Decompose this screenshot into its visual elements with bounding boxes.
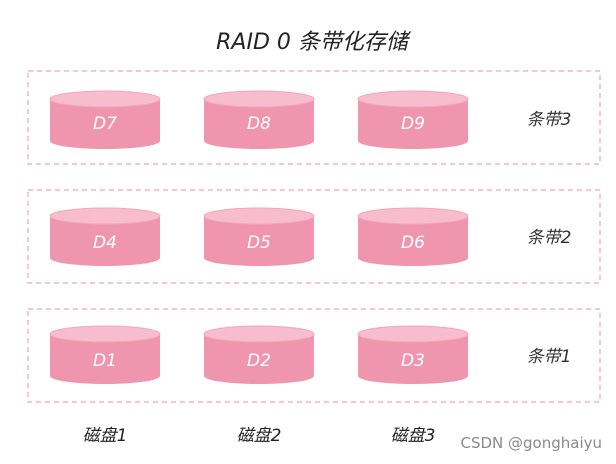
cylinder-body [50, 334, 160, 384]
block-label: D4 [93, 233, 117, 253]
block-label: D2 [247, 351, 271, 371]
disk-cylinder: D4 [49, 207, 161, 266]
disk-cylinder: D3 [357, 325, 469, 384]
disk-label: 磁盘2 [237, 426, 282, 446]
cylinder-body [50, 216, 160, 266]
cylinder-body [358, 334, 468, 384]
stripe-label: 条带3 [527, 110, 572, 130]
diagram-title: RAID 0 条带化存储 [216, 30, 412, 55]
disk-cylinder: D6 [357, 207, 469, 266]
cylinder-top [49, 207, 161, 225]
cylinder-body [50, 99, 160, 149]
block-label: D3 [401, 351, 425, 371]
disk-label: 磁盘1 [83, 426, 128, 446]
block-label: D8 [247, 114, 271, 134]
block-label: D7 [93, 114, 117, 134]
cylinder-top [357, 90, 469, 108]
disk-cylinder: D7 [49, 90, 161, 149]
stripe-row: D1 D2 D3 条带1 [27, 308, 601, 403]
cylinder-top [49, 90, 161, 108]
block-label: D1 [93, 351, 117, 371]
cylinder-body [358, 99, 468, 149]
disk-cylinder: D9 [357, 90, 469, 149]
stripe-label: 条带1 [527, 347, 572, 367]
cylinder-body [204, 334, 314, 384]
cylinder-top [357, 325, 469, 343]
block-label: D5 [247, 233, 271, 253]
cylinder-body [204, 99, 314, 149]
disk-label: 磁盘3 [391, 426, 436, 446]
cylinder-top [203, 207, 315, 225]
cylinder-top [203, 325, 315, 343]
stripe-label: 条带2 [527, 228, 572, 248]
cylinder-body [204, 216, 314, 266]
block-label: D9 [401, 114, 425, 134]
disk-cylinder: D1 [49, 325, 161, 384]
watermark: CSDN @gonghaiyu [460, 434, 602, 452]
cylinder-top [49, 325, 161, 343]
disk-cylinder: D2 [203, 325, 315, 384]
disk-cylinder: D5 [203, 207, 315, 266]
block-label: D6 [401, 233, 425, 253]
stripe-row: D4 D5 D6 条带2 [27, 189, 601, 284]
disk-cylinder: D8 [203, 90, 315, 149]
cylinder-top [203, 90, 315, 108]
cylinder-body [358, 216, 468, 266]
cylinder-top [357, 207, 469, 225]
stripe-row: D7 D8 D9 条带3 [27, 70, 601, 165]
